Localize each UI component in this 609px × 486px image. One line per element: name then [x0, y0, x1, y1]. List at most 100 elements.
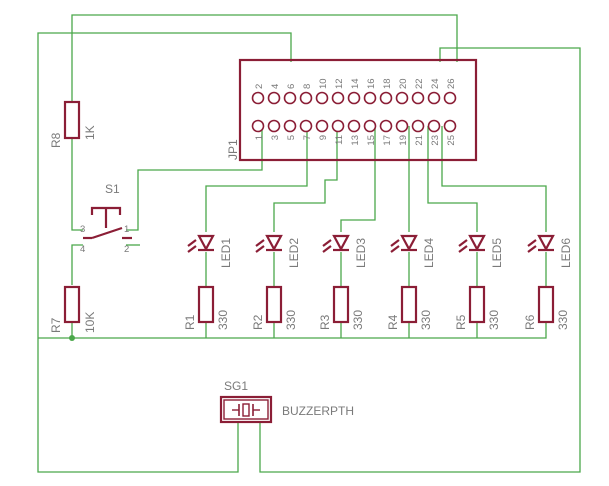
led-ray [390, 239, 400, 247]
led-name: LED5 [490, 238, 504, 268]
pin-label: 22 [414, 78, 425, 89]
wire-led3 [340, 126, 376, 232]
led-symbol [537, 234, 555, 252]
led-ray [322, 239, 332, 247]
pin [443, 119, 457, 133]
led-1: LED1 R1 330 [183, 234, 233, 330]
buzzer-sg1: SG1 BUZZERPTH [219, 379, 354, 424]
wire-led1 [205, 126, 308, 232]
pin-label: 15 [366, 135, 377, 146]
pin [315, 119, 329, 133]
pin [267, 91, 281, 105]
buzzer-crystal [242, 403, 250, 417]
resistor-value: 1K [83, 125, 97, 140]
pin [443, 91, 457, 105]
led-ray [255, 245, 265, 253]
pin-label: 3 [270, 135, 281, 140]
pin [283, 119, 297, 133]
pin [283, 91, 297, 105]
pin [363, 119, 377, 133]
resistor-value: 330 [419, 310, 433, 330]
pin-label: 13 [350, 135, 361, 146]
led-name: LED6 [559, 238, 573, 268]
wires [37, 14, 581, 473]
pin [379, 119, 393, 133]
wire-r8-top [71, 14, 458, 102]
pin [347, 91, 361, 105]
pin-label: 20 [398, 78, 409, 89]
resistor-r8: R8 1K [49, 100, 97, 148]
pin [427, 119, 441, 133]
pin-label: 25 [446, 135, 457, 146]
resistor-name: R6 [523, 314, 537, 330]
led-symbol [197, 234, 215, 252]
switch-s1: S1 3 1 4 2 [80, 182, 132, 255]
pin-label: 12 [334, 78, 345, 89]
led-5: LED5 R5 330 [454, 234, 504, 330]
resistor-body [537, 285, 555, 324]
led-ray [458, 239, 468, 247]
pin-label: 24 [430, 78, 441, 89]
connector-body [238, 58, 478, 162]
resistor-body [400, 285, 418, 324]
led-ray [527, 245, 537, 253]
wire-switch-r7 [71, 244, 83, 285]
switch-pin-label: 2 [124, 244, 129, 255]
led-ray [322, 245, 332, 253]
pin-label: 11 [334, 135, 345, 145]
connector-name: JP1 [226, 139, 240, 160]
pin [411, 91, 425, 105]
pin-label: 7 [302, 135, 313, 140]
pin-label: 8 [302, 84, 313, 89]
resistor-name: R2 [251, 314, 265, 330]
pin-label: 26 [446, 78, 457, 89]
wire-left-bus [37, 32, 292, 473]
pin-label: 9 [318, 135, 329, 140]
connector-jp1: 2 4 6 8 10 12 14 16 18 20 22 24 26 1 3 5… [226, 58, 478, 162]
resistor-value: 330 [487, 310, 501, 330]
junction-dot [69, 335, 75, 341]
led-ray [390, 245, 400, 253]
led-2: LED2 R2 330 [251, 234, 301, 330]
wire-led6 [441, 126, 547, 232]
pin [251, 119, 265, 133]
pin-label: 6 [286, 84, 297, 89]
led-symbol [468, 234, 486, 252]
pin [315, 91, 329, 105]
resistor-name: R3 [318, 314, 332, 330]
led-symbol [332, 234, 350, 252]
led-name: LED3 [354, 238, 368, 268]
top-pin-row [251, 91, 457, 105]
led-name: LED1 [219, 238, 233, 268]
led-ray [187, 239, 197, 247]
pin [379, 91, 393, 105]
resistor-r7: R7 10K [49, 285, 97, 333]
led-3: LED3 R3 330 [318, 234, 368, 330]
switch-contact [91, 226, 123, 240]
led-symbol [265, 234, 283, 252]
pin-label: 5 [286, 135, 297, 140]
led-ray [527, 239, 537, 247]
pin-label: 17 [382, 135, 393, 146]
buzzer-body [219, 395, 273, 424]
pin [331, 119, 345, 133]
resistor-body [265, 285, 283, 324]
buzzer-value: BUZZERPTH [282, 404, 354, 418]
wire-right-bus [259, 47, 581, 473]
pin [395, 119, 409, 133]
pin-label: 23 [430, 135, 441, 146]
wire-ground-bus [38, 322, 547, 339]
led-name: LED4 [422, 238, 436, 268]
resistor-value: 330 [216, 310, 230, 330]
led-4: LED4 R4 330 [386, 234, 436, 330]
resistor-body [332, 285, 350, 324]
led-ray [187, 245, 197, 253]
pin-label: 18 [382, 78, 393, 89]
resistor-name: R1 [183, 314, 197, 330]
buzzer-inner [223, 399, 269, 420]
pin-label: 4 [270, 84, 281, 89]
led-ray [255, 239, 265, 247]
wire-led5 [427, 126, 478, 232]
led-symbol [400, 234, 418, 252]
resistor-value: 330 [556, 310, 570, 330]
